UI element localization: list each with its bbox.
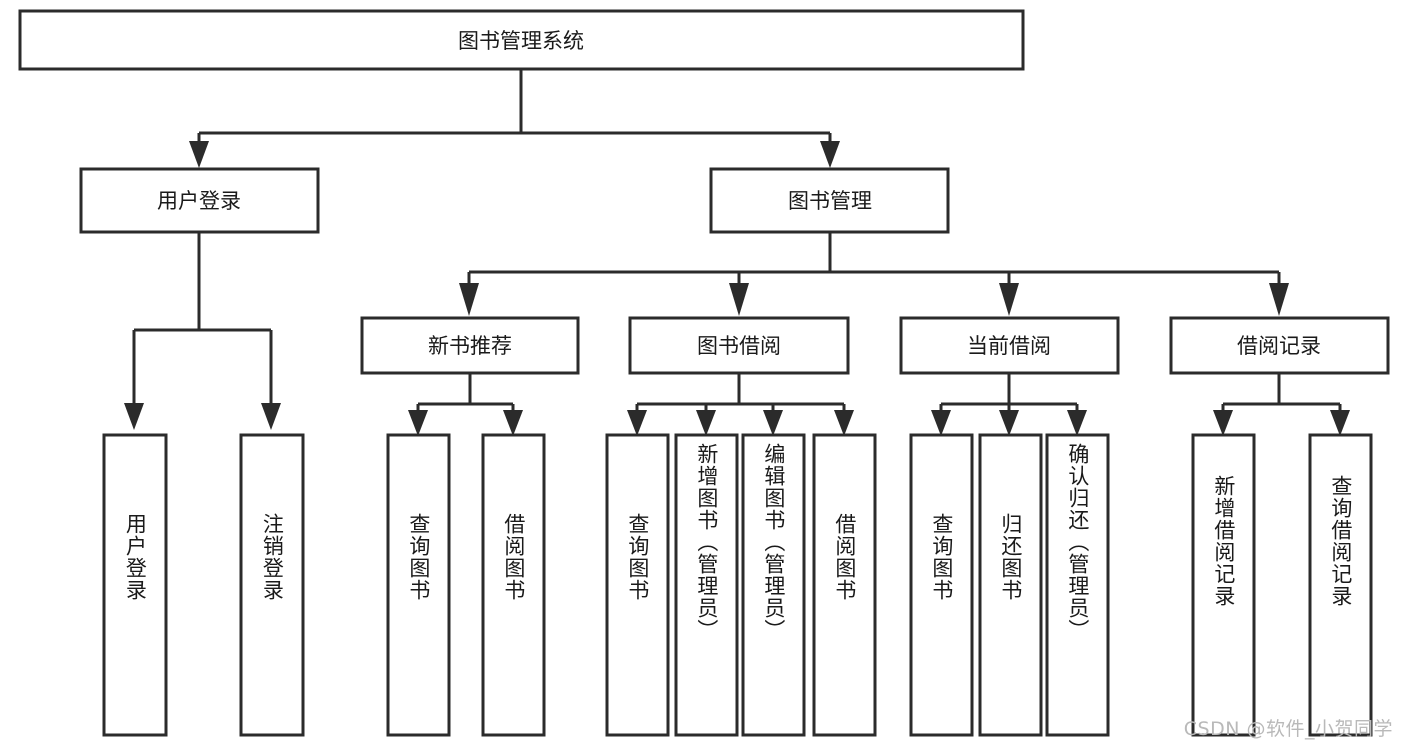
leaf-box-nbr-2[interactable] (481, 433, 546, 737)
arrow-to-new-book-recommend (459, 283, 479, 316)
node-book-manage-label: 图书管理 (788, 189, 872, 213)
node-user-login-box[interactable] (79, 167, 320, 234)
arrow-to-leaf-nbr-1 (408, 410, 428, 436)
watermark-text: CSDN @软件_小贺同学 (1183, 718, 1393, 740)
arrow-to-leaf-user-login-2 (261, 403, 281, 430)
arrow-to-leaf-bb-1 (627, 410, 647, 436)
connector-book-manage-children (467, 232, 1281, 285)
node-current-borrow[interactable]: 当前借阅 (899, 316, 1120, 375)
arrow-to-leaf-nbr-2 (503, 410, 523, 436)
arrow-to-leaf-cb-1 (931, 410, 951, 436)
leaf-box-nbr-1[interactable] (386, 433, 451, 737)
node-root[interactable]: 图书管理系统 (18, 9, 1025, 71)
node-new-book-recommend[interactable]: 新书推荐 (360, 316, 580, 375)
arrow-to-leaf-bb-2 (696, 410, 716, 436)
arrow-to-leaf-br-1 (1213, 410, 1233, 436)
arrow-to-current-borrow (999, 283, 1019, 316)
node-book-manage[interactable]: 图书管理 (709, 167, 950, 234)
arrow-root-to-book-manage (820, 141, 840, 168)
connector-new-book-recommend-children (416, 373, 515, 412)
leaf-box-bb-2[interactable] (674, 433, 739, 737)
connector-borrow-record-children (1221, 373, 1342, 412)
connector-current-borrow-children (939, 373, 1079, 412)
leaf-box-cb-2[interactable] (978, 433, 1043, 737)
connector-book-borrow-children (635, 373, 846, 412)
node-borrow-record[interactable]: 借阅记录 (1169, 316, 1390, 375)
node-book-borrow[interactable]: 图书借阅 (628, 316, 850, 375)
leaf-box-user-login-2[interactable] (239, 433, 305, 737)
arrow-root-to-user-login (189, 141, 209, 168)
leaf-box-cb-1[interactable] (909, 433, 974, 737)
node-borrow-record-label: 借阅记录 (1237, 334, 1321, 358)
leaf-box-bb-3[interactable] (741, 433, 806, 737)
node-current-borrow-box[interactable] (899, 316, 1120, 375)
leaf-box-cb-3[interactable] (1045, 433, 1110, 737)
node-new-book-recommend-label: 新书推荐 (428, 334, 512, 358)
leaf-box-bb-1[interactable] (605, 433, 670, 737)
leaf-box-br-1[interactable] (1191, 433, 1256, 737)
arrow-to-leaf-bb-3 (763, 410, 783, 436)
node-root-box[interactable] (18, 9, 1025, 71)
leaf-box-bb-4[interactable] (812, 433, 877, 737)
node-new-book-recommend-box[interactable] (360, 316, 580, 375)
arrow-to-leaf-br-2 (1330, 410, 1350, 436)
leaf-box-br-2[interactable] (1308, 433, 1373, 737)
arrow-to-book-borrow (729, 283, 749, 316)
arrow-to-leaf-cb-2 (999, 410, 1019, 436)
arrow-to-borrow-record (1269, 283, 1289, 316)
connector-user-login-children (132, 232, 273, 405)
node-current-borrow-label: 当前借阅 (967, 334, 1051, 358)
leaf-box-user-login-1[interactable] (102, 433, 168, 737)
arrow-to-leaf-cb-3 (1067, 410, 1087, 436)
arrow-to-leaf-bb-4 (834, 410, 854, 436)
node-user-login[interactable]: 用户登录 (79, 167, 320, 234)
connector-root-trunk (197, 69, 832, 143)
node-user-login-label: 用户登录 (157, 189, 241, 213)
arrow-to-leaf-user-login-1 (124, 403, 144, 430)
node-root-label: 图书管理系统 (458, 29, 584, 53)
node-book-borrow-label: 图书借阅 (697, 334, 781, 358)
